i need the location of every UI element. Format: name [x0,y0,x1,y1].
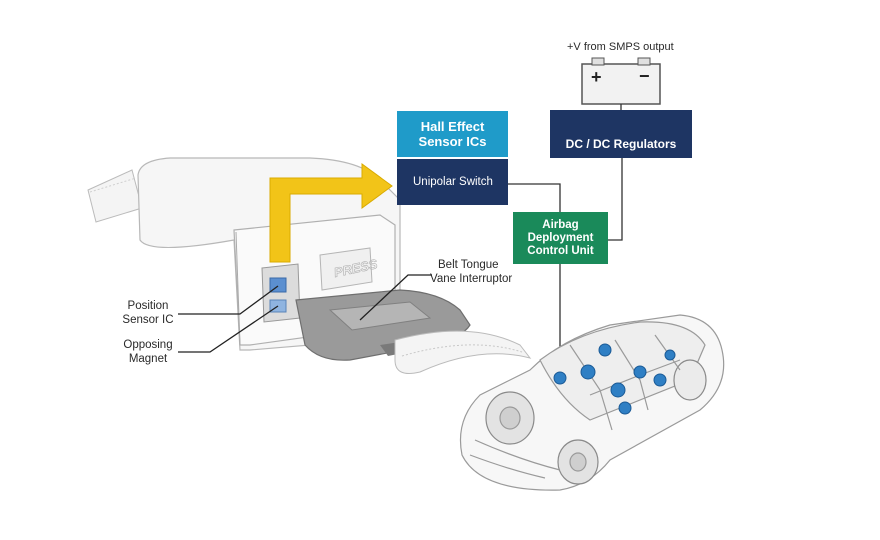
battery-icon: + − [581,57,661,105]
hall-title-line-1: Hall Effect [420,119,485,134]
battery-minus-text: − [639,66,650,86]
bent-arrow-icon [269,163,393,263]
unipolar-label: Unipolar Switch [413,176,493,188]
airbag-line-3: Control Unit [527,244,594,257]
mag-line-1: Opposing [123,339,173,351]
pos-line-2: Sensor IC [122,314,174,326]
belt-webbing [394,330,532,374]
supply-label: +V from SMPS output [567,41,674,53]
position-sensor-label: Position Sensor IC [118,299,178,327]
pos-line-1: Position [127,300,169,312]
leader-lines [178,274,432,353]
mag-line-2: Magnet [128,353,168,365]
opposing-magnet-label: Opposing Magnet [118,338,178,366]
car-outline-icon [459,314,725,491]
airbag-sensor-dots [553,343,676,415]
dcdc-label: DC / DC Regulators [565,137,677,151]
belt-line-1: Belt Tongue [438,259,499,271]
airbag-line-1: Airbag [542,218,579,231]
belt-line-2: Vane Interruptor [430,273,513,285]
hall-title-line-2: Sensor ICs [418,134,487,149]
airbag-control-unit-box: Airbag Deployment Control Unit [513,212,608,264]
airbag-line-2: Deployment [527,231,594,244]
unipolar-switch-box: Unipolar Switch [397,159,508,205]
belt-strap-rear [87,169,143,223]
battery-plus-text: + [591,67,602,87]
hall-effect-header: Hall Effect Sensor ICs [397,111,508,157]
dcdc-regulators-box: DC / DC Regulators [550,110,692,158]
belt-tongue-label: Belt Tongue Vane Interruptor [430,258,512,286]
